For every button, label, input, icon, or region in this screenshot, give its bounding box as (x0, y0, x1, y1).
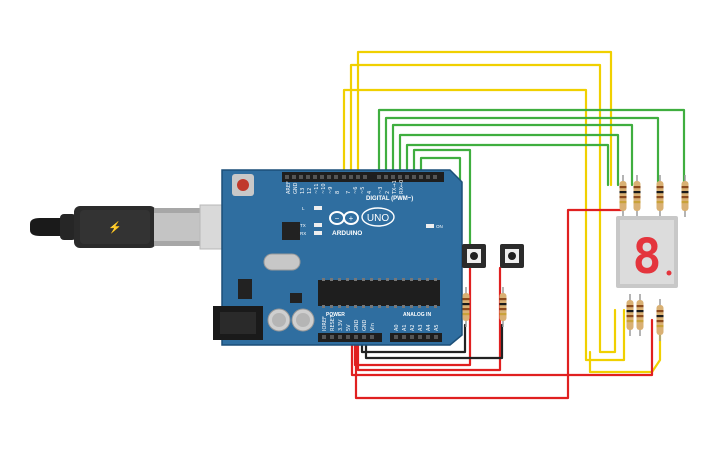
uno-oval (361, 207, 395, 227)
resistor-icon[interactable] (656, 299, 664, 341)
pin-label: GND (293, 182, 299, 194)
analog-header (390, 333, 442, 342)
resistor-icon[interactable] (681, 175, 689, 217)
atmega-chip (318, 280, 440, 306)
digital-header-pins (285, 175, 437, 179)
pin-label: A3 (418, 324, 424, 331)
resistor-icon[interactable] (636, 294, 644, 336)
pin-label: A0 (394, 324, 400, 331)
resistor-icon[interactable] (626, 294, 634, 336)
resistor-icon[interactable] (633, 175, 641, 217)
push-button-icon[interactable] (500, 244, 524, 268)
pin-label: 4 (367, 191, 373, 194)
pin-label: A5 (434, 324, 440, 331)
wire-yellow-2[interactable] (349, 63, 617, 354)
on-led (426, 224, 434, 228)
crystal-oscillator (263, 253, 301, 271)
decimal-point (666, 270, 672, 276)
analog-header-label: ANALOG IN (403, 312, 431, 318)
power-header-label: POWER (326, 312, 345, 318)
brand-label: ARDUINO (332, 230, 362, 237)
tx-led (314, 223, 322, 227)
wire-green-3[interactable] (391, 123, 634, 187)
pin-label: GND (362, 319, 368, 331)
resistors (462, 175, 689, 341)
push-button-icon[interactable] (462, 244, 486, 268)
pin-label: 3.3V (338, 319, 344, 331)
pin-label: RESET (330, 314, 336, 331)
bottom-header-pins (322, 335, 438, 339)
usb-chip (282, 222, 300, 240)
pin-label: 7 (346, 191, 352, 194)
pin-label: 8 (335, 191, 341, 194)
wire-black-2[interactable] (364, 323, 504, 360)
usb-symbol-icon: ⚡ (108, 221, 122, 234)
l-label: L (302, 206, 305, 211)
resistor-icon[interactable] (462, 287, 470, 327)
pin-label: ~11 (314, 183, 320, 194)
wire-green-6[interactable] (412, 148, 472, 250)
svg-text:−: − (335, 214, 340, 223)
rx-label: RX (300, 231, 306, 236)
wire-green-1[interactable] (377, 108, 686, 187)
capacitors (267, 308, 315, 332)
pin-label: 5V (346, 324, 352, 331)
pin-label: Vin (370, 323, 376, 331)
small-chip (290, 293, 302, 303)
pin-label: ~10 (321, 183, 327, 194)
pin-label: ~9 (328, 187, 334, 194)
pin-label: 13 (300, 188, 306, 194)
l-led (314, 206, 322, 210)
wire-red-power[interactable] (350, 318, 654, 377)
atmega-pins (322, 278, 437, 308)
pin-label: AREF (286, 181, 292, 194)
rx-led (314, 231, 322, 235)
tx-label: TX (300, 223, 306, 228)
pin-label: 2 (385, 191, 391, 194)
wires (342, 50, 686, 400)
resistor-icon[interactable] (619, 175, 627, 217)
svg-text:+: + (349, 214, 354, 223)
pin-label: ~3 (378, 187, 384, 194)
pin-label: A1 (402, 324, 408, 331)
wire-red-display[interactable] (354, 208, 624, 400)
wire-green-2[interactable] (384, 116, 660, 187)
pin-label: A4 (426, 324, 432, 331)
digital-header-label: DIGITAL (PWM~) (366, 196, 413, 202)
pin-label: ~6 (353, 187, 359, 194)
pin-label: GND (354, 319, 360, 331)
pin-label: TX→1 (392, 180, 398, 195)
pin-label: ~5 (360, 187, 366, 194)
resistor-icon[interactable] (499, 287, 507, 327)
pin-label: A2 (410, 324, 416, 331)
regulator-chip (238, 279, 252, 299)
resistor-icon[interactable] (656, 175, 664, 217)
display-digit: 8 (633, 229, 662, 285)
seven-segment-display-icon[interactable]: 8 (616, 216, 678, 288)
wire-green-5[interactable] (405, 143, 610, 187)
pin-label: RX←0 (399, 180, 405, 194)
pin-label: 12 (307, 188, 313, 194)
on-label: ON (436, 224, 443, 229)
model-label: UNO (367, 213, 389, 224)
wire-yellow-1[interactable] (342, 88, 626, 362)
arduino-logo-icon: − + (329, 211, 359, 225)
wire-red-button-1[interactable] (353, 266, 472, 367)
wire-green-4[interactable] (398, 133, 620, 187)
pin-label: IOREF (322, 316, 328, 331)
